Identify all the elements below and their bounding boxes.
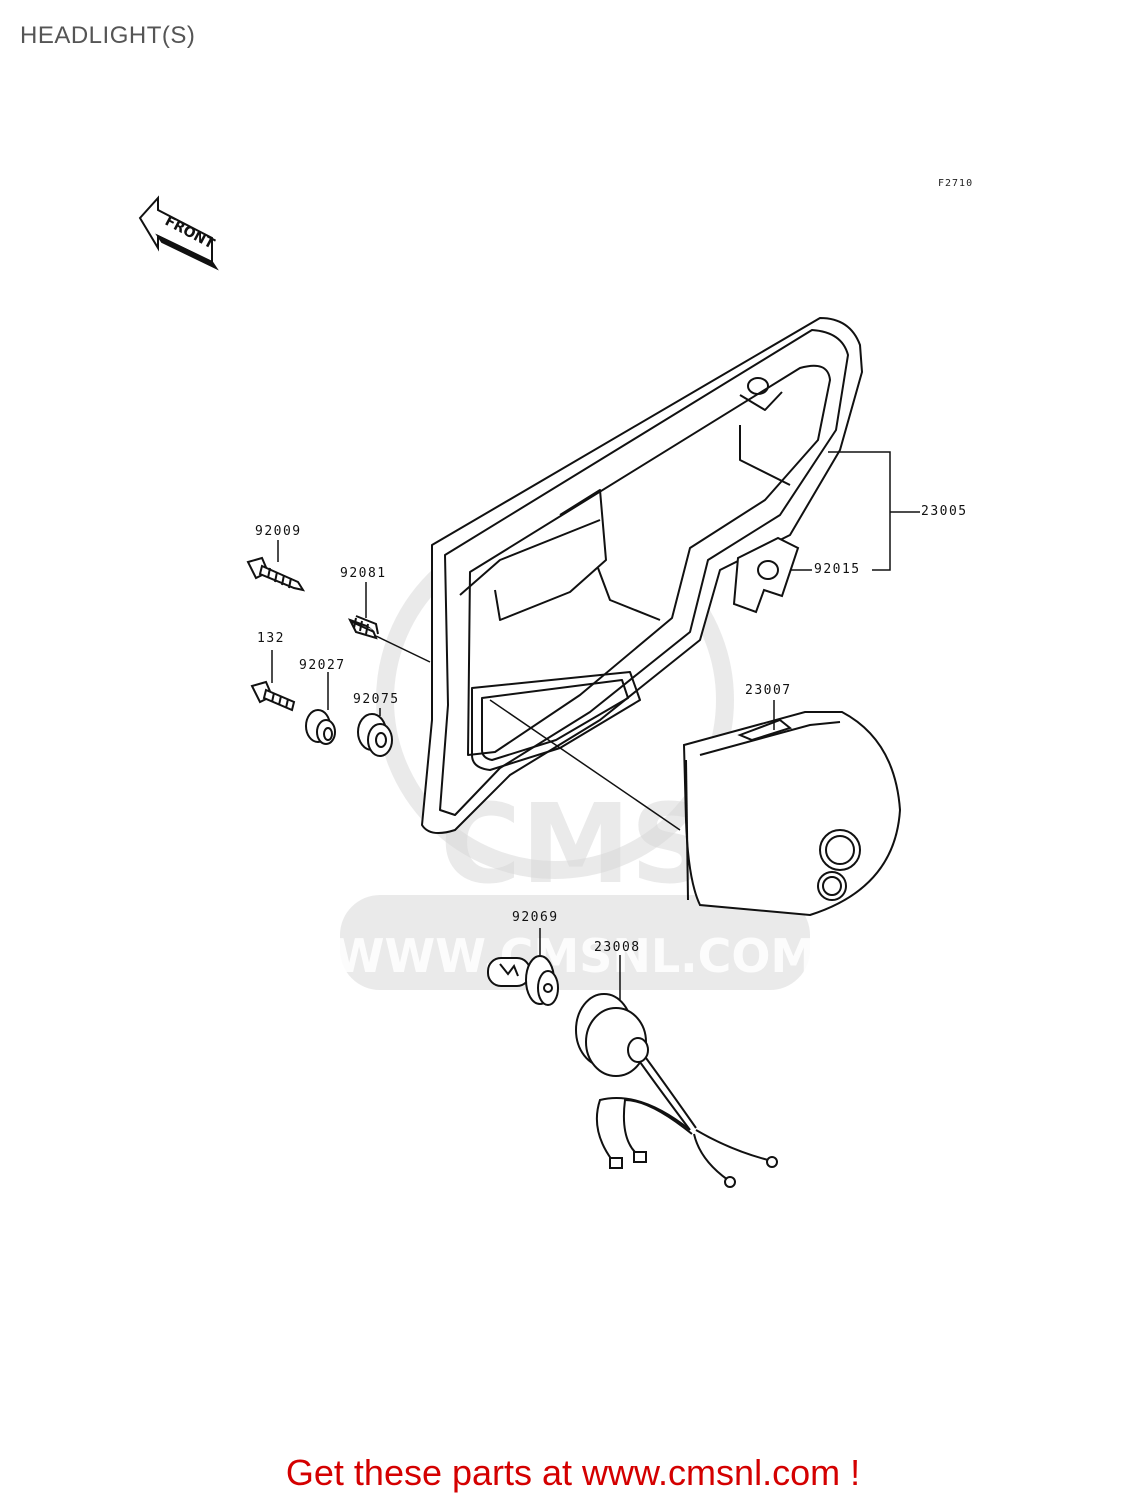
- part-label-23007[interactable]: 23007: [745, 683, 792, 698]
- part-label-92027[interactable]: 92027: [299, 658, 346, 673]
- part-label-92075[interactable]: 92075: [353, 692, 400, 707]
- cms-watermark: CMS WWW.CMSNL.COM: [334, 521, 817, 990]
- part-label-92069[interactable]: 92069: [512, 910, 559, 925]
- bulb-92069: [487, 955, 559, 1006]
- svg-text:CMS: CMS: [440, 780, 709, 908]
- collar-92027: [305, 709, 336, 745]
- bolt-92009: [246, 556, 306, 592]
- part-label-23008[interactable]: 23008: [594, 940, 641, 955]
- svg-text:WWW.CMSNL.COM: WWW.CMSNL.COM: [334, 929, 817, 983]
- footer-link[interactable]: Get these parts at www.cmsnl.com !: [285, 1452, 861, 1493]
- part-label-23005[interactable]: 23005: [921, 504, 968, 519]
- socket-23008: [575, 993, 778, 1188]
- page-title: HEADLIGHT(S): [20, 22, 196, 49]
- part-label-92015[interactable]: 92015: [814, 562, 861, 577]
- front-arrow-icon: FRONT: [138, 195, 219, 271]
- spring-nut-92081: [347, 615, 379, 640]
- part-label-92009[interactable]: 92009: [255, 524, 302, 539]
- part-label-132[interactable]: 132: [257, 631, 285, 646]
- leader-lines: [271, 451, 920, 1000]
- bracket-92015: [732, 536, 800, 614]
- headlight-cover: [421, 317, 863, 835]
- bolt-132: [250, 680, 296, 712]
- headlight-lens-unit: [682, 711, 902, 917]
- part-label-92081[interactable]: 92081: [340, 566, 387, 581]
- figure-code: F2710: [938, 178, 974, 189]
- grommet-92075: [357, 713, 393, 757]
